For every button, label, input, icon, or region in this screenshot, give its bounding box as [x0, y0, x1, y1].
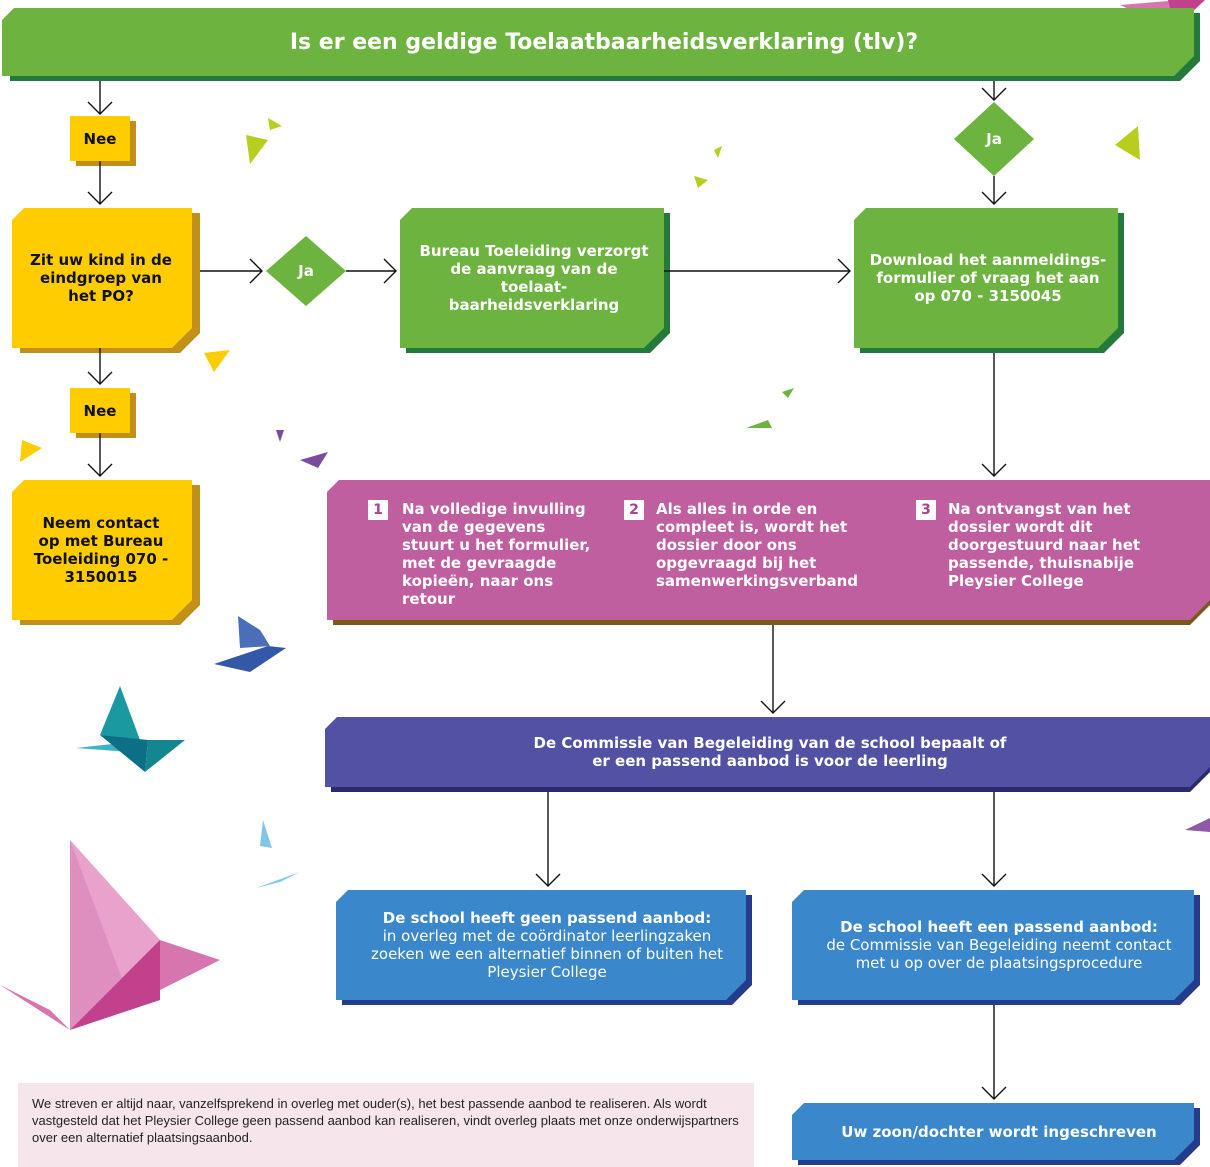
passend-body: de Commissie van Begeleiding neemt conta…	[826, 936, 1172, 972]
decision-nee-bottom: Nee	[70, 388, 130, 433]
decision-ja-right-label: Ja	[986, 130, 1002, 148]
box-bureau-toeleiding: Bureau Toeleiding verzorgt de aanvraag v…	[408, 208, 660, 348]
box-ingeschreven: Uw zoon/dochter wordt ingeschreven	[804, 1103, 1194, 1160]
decorative-shapes	[0, 0, 1210, 1030]
box-download-formulier-text: Download het aanmeldings-formulier of vr…	[869, 251, 1107, 305]
box-download-formulier: Download het aanmeldings-formulier of vr…	[860, 208, 1116, 348]
geen-passend-body: in overleg met de coördinator leerlingza…	[371, 927, 723, 981]
box-commissie: De Commissie van Begeleiding van de scho…	[520, 717, 1020, 787]
decision-ja-left: Ja	[266, 251, 346, 291]
box-geen-passend-aanbod: De school heeft geen passend aanbod: in …	[348, 890, 746, 1000]
decision-ja-right: Ja	[954, 119, 1034, 159]
step-1-number: 1	[368, 500, 388, 520]
box-passend-aanbod: De school heeft een passend aanbod: de C…	[804, 890, 1194, 1000]
step-3-number: 3	[916, 500, 936, 520]
step-2-text: Als alles in orde en compleet is, wordt …	[656, 500, 859, 590]
box-eindgroep: Zit uw kind in de eindgroep van het PO?	[24, 208, 178, 348]
box-eindgroep-text: Zit uw kind in de eindgroep van het PO?	[30, 251, 172, 305]
box-commissie-text: De Commissie van Begeleiding van de scho…	[533, 734, 1007, 770]
box-contact-bureau: Neem contact op met Bureau Toeleiding 07…	[24, 480, 178, 620]
step-3-text: Na ontvangst van het dossier wordt dit d…	[948, 500, 1141, 590]
step-1-text: Na volledige invulling van de gegevens s…	[402, 500, 591, 608]
decision-nee-bottom-label: Nee	[83, 401, 117, 420]
box-contact-bureau-text: Neem contact op met Bureau Toeleiding 07…	[33, 514, 169, 586]
box-shapes	[2, 8, 1210, 1165]
page-title: Is er een geldige Toelaatbaarheidsverkla…	[14, 8, 1194, 76]
decision-nee-top: Nee	[70, 116, 130, 161]
step-2-number: 2	[624, 500, 644, 520]
decision-ja-left-label: Ja	[298, 262, 314, 280]
decision-nee-top-label: Nee	[83, 129, 117, 148]
connector-arrows	[87, 81, 1007, 1100]
box-ingeschreven-text: Uw zoon/dochter wordt ingeschreven	[841, 1122, 1157, 1141]
passend-title: De school heeft een passend aanbod:	[840, 918, 1158, 936]
info-note: We streven er altijd naar, vanzelfspreke…	[18, 1083, 754, 1167]
geen-passend-title: De school heeft geen passend aanbod:	[382, 909, 712, 927]
page-title-text: Is er een geldige Toelaatbaarheidsverkla…	[289, 29, 919, 55]
box-bureau-toeleiding-text: Bureau Toeleiding verzorgt de aanvraag v…	[419, 242, 649, 314]
